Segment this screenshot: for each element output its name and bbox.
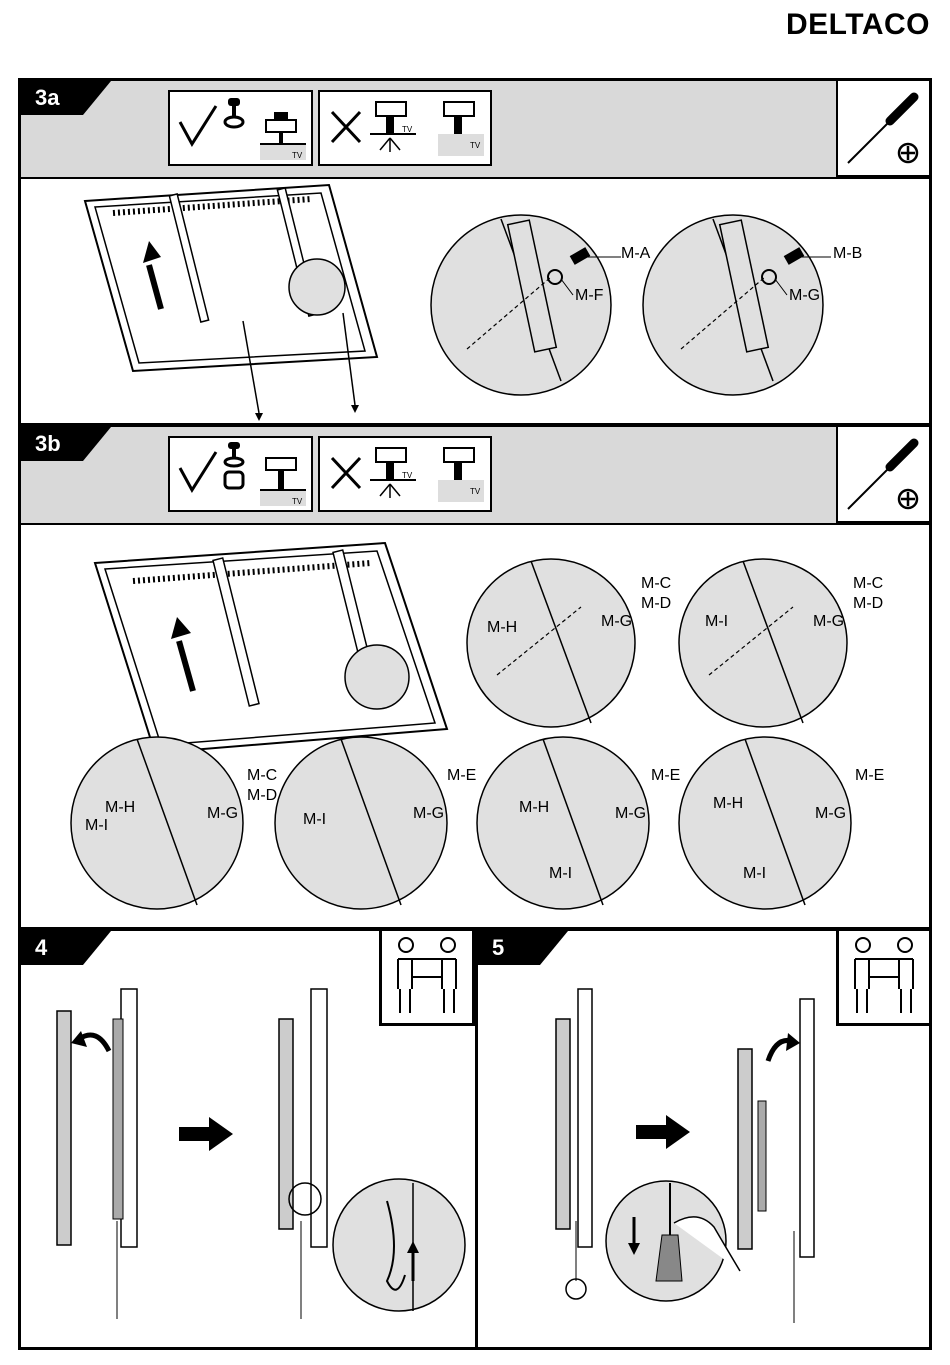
part-label: M-H	[105, 799, 135, 817]
part-label: M-E	[651, 767, 680, 785]
part-label: M-B	[833, 245, 862, 263]
part-label: M-E	[855, 767, 884, 785]
part-label: M-I	[743, 865, 766, 883]
part-label: M-I	[85, 817, 108, 835]
part-label: M-G	[815, 805, 846, 823]
part-label: M-C	[641, 575, 671, 593]
arrow-right-icon	[636, 1115, 690, 1149]
part-label: M-G	[413, 805, 444, 823]
part-label: M-I	[303, 811, 326, 829]
step-4-illustration	[21, 931, 478, 1350]
part-label: M-G	[601, 613, 632, 631]
step-3a-illustration	[21, 81, 932, 426]
step-4-panel: 4	[18, 928, 478, 1350]
part-label: M-G	[813, 613, 844, 631]
part-label: M-H	[487, 619, 517, 637]
part-label: M-F	[575, 287, 603, 305]
part-label: M-H	[713, 795, 743, 813]
step-5-panel: 5	[475, 928, 932, 1350]
part-label: M-G	[207, 805, 238, 823]
part-label: M-I	[549, 865, 572, 883]
part-label: M-A	[621, 245, 650, 263]
step-5-illustration	[478, 931, 932, 1350]
part-label: M-H	[519, 799, 549, 817]
part-label: M-G	[789, 287, 820, 305]
step-3a-panel: 3a TV TV TV	[18, 78, 932, 426]
part-label: M-D	[247, 787, 277, 805]
part-label: M-G	[615, 805, 646, 823]
step-3b-panel: 3b TV TV TV	[18, 424, 932, 930]
part-label: M-D	[641, 595, 671, 613]
brand-logo: DELTACO	[786, 8, 930, 42]
part-label: M-D	[853, 595, 883, 613]
arrow-right-icon	[179, 1117, 233, 1151]
part-label: M-C	[247, 767, 277, 785]
part-label: M-I	[705, 613, 728, 631]
step-3b-illustration	[21, 427, 932, 930]
part-label: M-C	[853, 575, 883, 593]
part-label: M-E	[447, 767, 476, 785]
